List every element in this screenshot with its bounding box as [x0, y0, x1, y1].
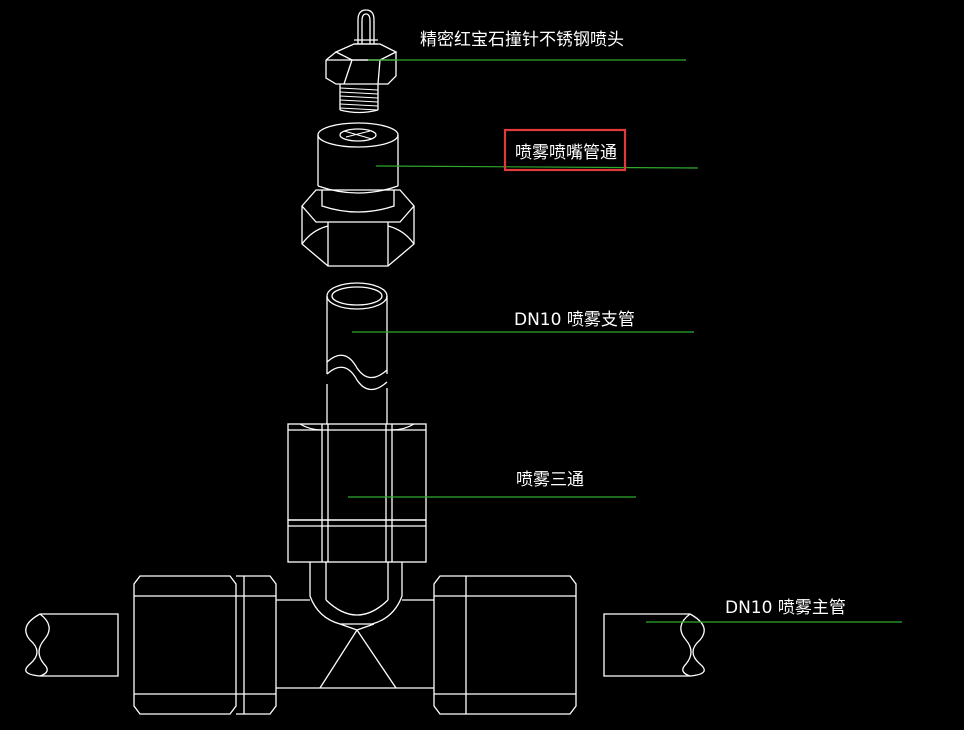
adapter-label: 喷雾喷嘴管通: [515, 143, 617, 163]
main-pipe-label: DN10 喷雾主管: [725, 598, 846, 618]
main-pipe-left: [25, 613, 119, 677]
tee-part: [133, 423, 577, 715]
tee-label: 喷雾三通: [516, 470, 584, 490]
adapter-part: [301, 122, 415, 267]
main-pipe-right: [603, 613, 705, 677]
branch-pipe-part: [326, 282, 388, 424]
branch-pipe-label: DN10 喷雾支管: [514, 310, 635, 330]
adapter-leader: [375, 165, 699, 169]
nozzle-label: 精密红宝石撞针不锈钢喷头: [420, 30, 624, 50]
highlight-box: [503, 128, 627, 172]
nozzle-part: [325, 9, 398, 114]
